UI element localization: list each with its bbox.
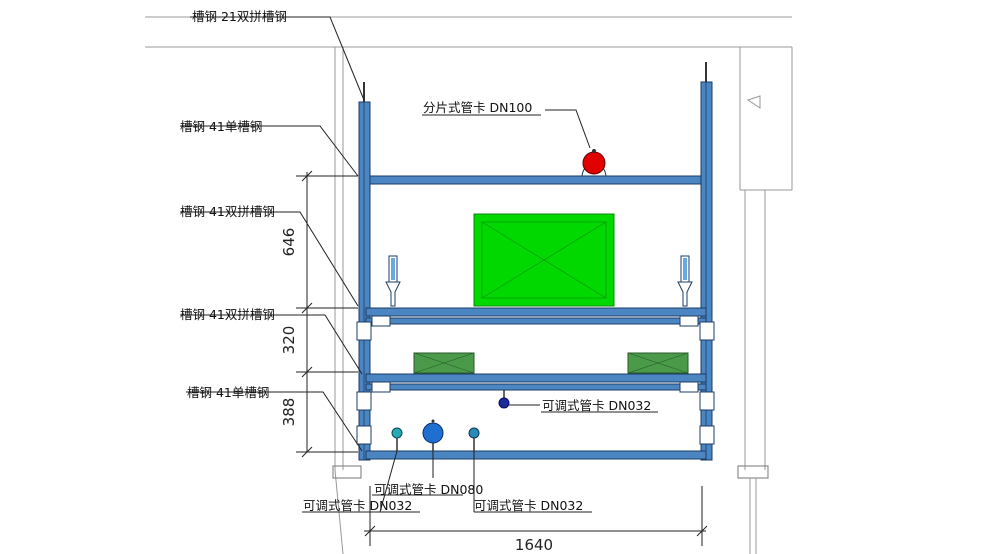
dim-lower-gap: 388 xyxy=(280,398,298,427)
duct-box-left xyxy=(413,352,475,374)
beam-third xyxy=(365,373,707,383)
duct-box-right xyxy=(627,352,689,374)
label-single-41-upper: 槽钢 41单槽钢 xyxy=(180,119,262,134)
beam-second-lower xyxy=(365,317,707,325)
label-double-41-lower: 槽钢 41双拼槽钢 xyxy=(180,307,275,322)
beam-third-lower xyxy=(365,383,707,391)
left-base-plate xyxy=(332,465,362,479)
bracket-plates xyxy=(356,315,715,445)
right-wall xyxy=(737,190,769,554)
dim-middle-gap: 320 xyxy=(280,326,298,355)
label-single-41-lower: 槽钢 41单槽钢 xyxy=(187,385,269,400)
label-double-41-upper: 槽钢 41双拼槽钢 xyxy=(180,204,275,219)
right-post xyxy=(700,81,713,461)
section-marker-icon xyxy=(746,95,761,109)
beam-top xyxy=(369,175,702,185)
cable-tray xyxy=(473,213,615,307)
pipe-dn032-hanging xyxy=(498,390,510,409)
left-wall xyxy=(332,47,362,554)
label-top-channel: 槽钢 21双拼槽钢 xyxy=(192,9,287,24)
vertical-pipe-right xyxy=(677,255,693,307)
beam-second xyxy=(365,307,707,317)
beam-bottom xyxy=(365,450,707,460)
label-adj-clamp-mid: 可调式管卡 DN032 xyxy=(542,398,651,413)
label-adj-clamp-left: 可调式管卡 DN032 xyxy=(303,498,412,513)
dim-upper-gap: 646 xyxy=(280,228,298,257)
pipe-dn080 xyxy=(422,419,444,451)
vertical-pipe-left xyxy=(385,255,401,307)
label-adj-clamp-080: 可调式管卡 DN080 xyxy=(374,482,483,497)
left-post xyxy=(358,101,371,461)
pipe-dn032-right xyxy=(468,427,480,451)
label-adj-clamp-right: 可调式管卡 DN032 xyxy=(474,498,583,513)
label-split-clamp: 分片式管卡 DN100 xyxy=(423,100,532,115)
pipe-dn100 xyxy=(581,149,607,177)
dim-width: 1640 xyxy=(515,536,553,554)
vertical-dimensions xyxy=(296,170,358,458)
pipe-dn032-left xyxy=(391,427,403,451)
horizontal-dimension xyxy=(364,486,708,546)
right-base-plate xyxy=(737,465,769,479)
leader-lines xyxy=(180,16,658,513)
